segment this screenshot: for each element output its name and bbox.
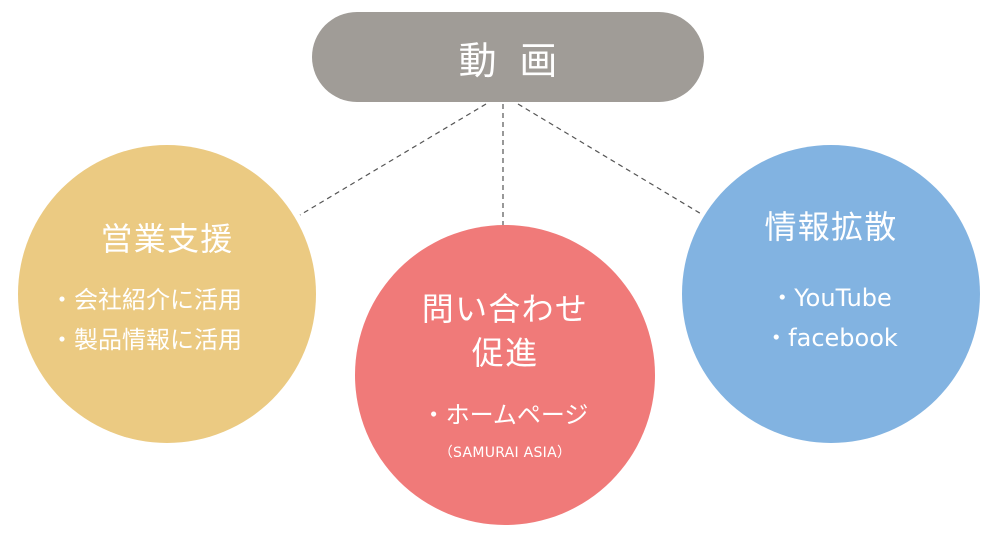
- sales-support-title: 営業支援: [100, 220, 234, 258]
- connector-line-sales: [299, 103, 487, 216]
- topic-title: 動画: [458, 38, 581, 83]
- list-item: ・ホームページ: [421, 401, 589, 429]
- list-item: ・会社紹介に活用: [50, 286, 242, 314]
- list-item: ・YouTube: [770, 284, 892, 312]
- sales-support-circle: 営業支援 ・会社紹介に活用 ・製品情報に活用: [18, 145, 316, 443]
- inquiry-promotion-circle: 問い合わせ 促進 ・ホームページ （SAMURAI ASIA）: [355, 225, 655, 525]
- list-item: ・製品情報に活用: [50, 326, 242, 354]
- connector-line-spread: [517, 103, 704, 216]
- topic-pill: 動画: [312, 12, 704, 102]
- list-item: ・facebook: [764, 324, 898, 352]
- information-spread-title: 情報拡散: [764, 208, 898, 246]
- inquiry-promotion-title: 問い合わせ 促進: [421, 290, 589, 372]
- inquiry-promotion-subnote: （SAMURAI ASIA）: [438, 445, 572, 461]
- inquiry-promotion-list: ・ホームページ: [355, 395, 655, 435]
- information-spread-circle: 情報拡散 ・YouTube ・facebook: [682, 145, 980, 443]
- sales-support-list: ・会社紹介に活用 ・製品情報に活用: [50, 280, 242, 360]
- information-spread-list: ・YouTube ・facebook: [682, 278, 980, 358]
